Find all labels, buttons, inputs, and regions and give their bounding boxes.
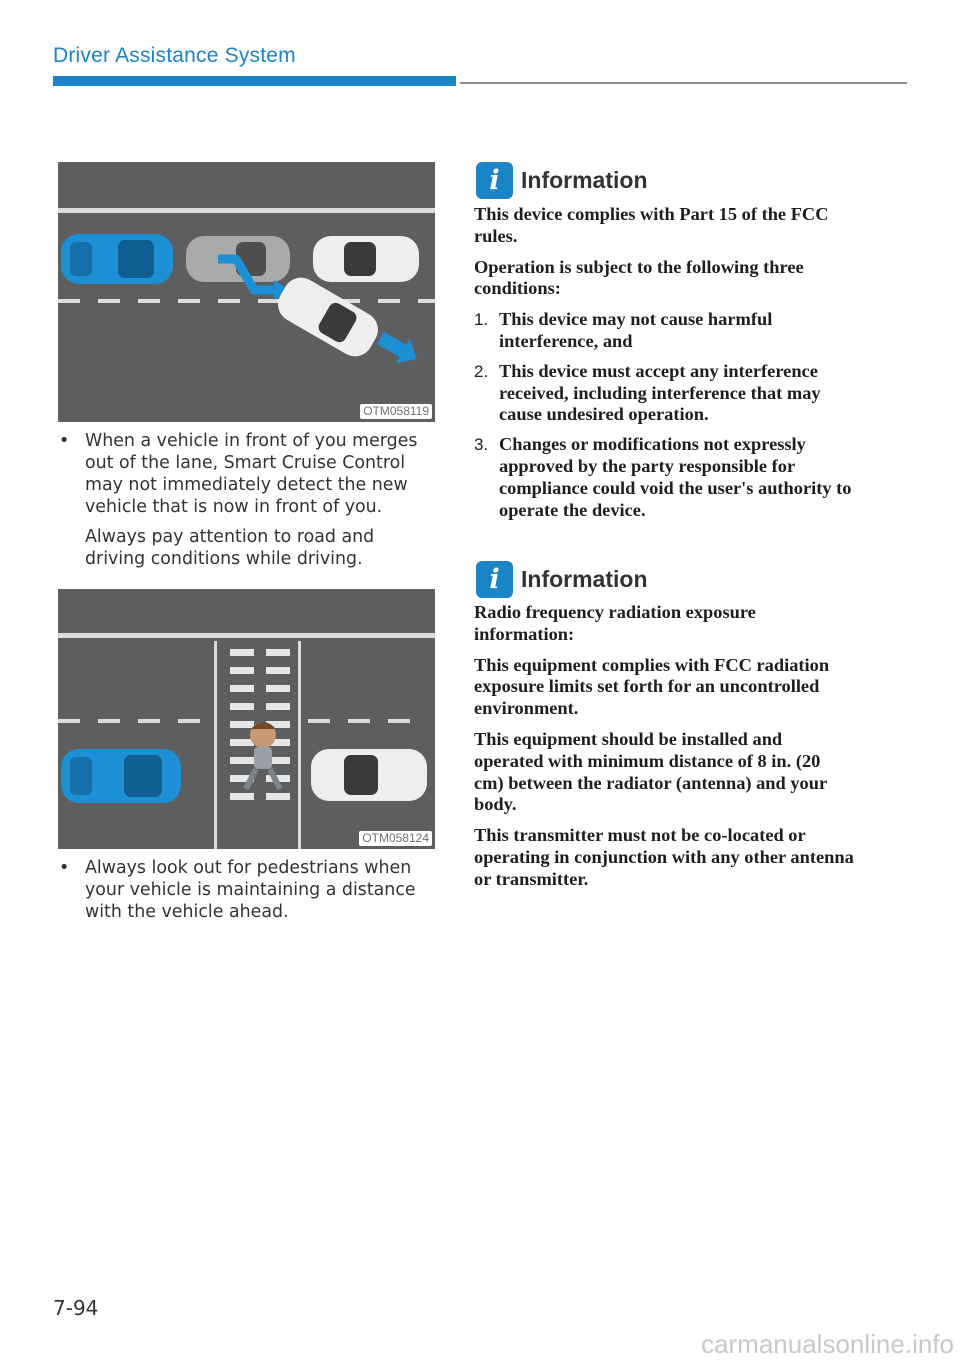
bullet-paragraph: When a vehicle in front of you merges ou…: [85, 431, 418, 517]
info-fcc-body: This device complies with Part 15 of the…: [474, 204, 854, 529]
condition-item: 2.This device must accept any interferen…: [474, 360, 821, 425]
crosswalk: [230, 649, 290, 800]
info-rf-body: Radio frequency radiation exposure infor…: [474, 602, 854, 900]
info-title: Information: [521, 167, 648, 193]
lane-line-solid: [58, 633, 435, 638]
info-paragraph: Radio frequency radiation exposure infor…: [474, 602, 756, 644]
info-icon: i: [476, 561, 513, 598]
bullet-mark: •: [59, 431, 70, 451]
pedestrian: [243, 722, 283, 791]
direction-arrow: [376, 331, 417, 364]
section-title: Driver Assistance System: [53, 44, 296, 67]
own-vehicle: [61, 234, 173, 284]
info-heading: i Information: [476, 162, 648, 199]
figure-merging-vehicle: OTM058119: [58, 162, 435, 422]
bullet-paragraph: Always pay attention to road and driving…: [85, 527, 375, 569]
info-paragraph: This equipment should be installed and o…: [474, 728, 827, 815]
own-vehicle: [61, 749, 181, 803]
lane-line-dashed: [58, 719, 410, 723]
bullet-item-merge: • When a vehicle in front of you merges …: [58, 430, 438, 578]
header-rule: [460, 82, 907, 84]
merging-vehicle-illustration: [58, 162, 435, 422]
info-paragraph: This device complies with Part 15 of the…: [474, 204, 829, 246]
info-title: Information: [521, 566, 648, 592]
bullet-item-pedestrian: • Always look out for pedestrians when y…: [58, 857, 438, 931]
conditions-list: 1.This device may not cause harmful inte…: [474, 309, 854, 521]
bullet-paragraph: Always look out for pedestrians when you…: [85, 858, 416, 922]
condition-item: 1.This device may not cause harmful inte…: [474, 309, 773, 351]
info-icon: i: [476, 162, 513, 199]
watermark: carmanualsonline.info: [701, 1329, 954, 1359]
pedestrian-illustration: [58, 589, 435, 849]
merging-vehicle: [278, 277, 378, 357]
info-heading: i Information: [476, 561, 648, 598]
page-number: 7-94: [53, 1296, 99, 1320]
lane-line-solid: [58, 208, 435, 213]
figure-code: OTM058119: [360, 404, 432, 419]
info-paragraph: This equipment complies with FCC radiati…: [474, 654, 830, 719]
front-vehicle: [311, 749, 427, 801]
figure-pedestrian: OTM058124: [58, 589, 435, 849]
merge-path-arrow: [218, 254, 276, 295]
header-rule-accent: [53, 76, 456, 86]
bullet-mark: •: [59, 858, 70, 878]
front-vehicle: [313, 236, 419, 282]
figure-code: OTM058124: [359, 831, 432, 846]
info-paragraph: Operation is subject to the following th…: [474, 256, 804, 299]
condition-item: 3.Changes or modifications not expressly…: [474, 434, 852, 520]
info-paragraph: This transmitter must not be co-located …: [474, 825, 854, 889]
